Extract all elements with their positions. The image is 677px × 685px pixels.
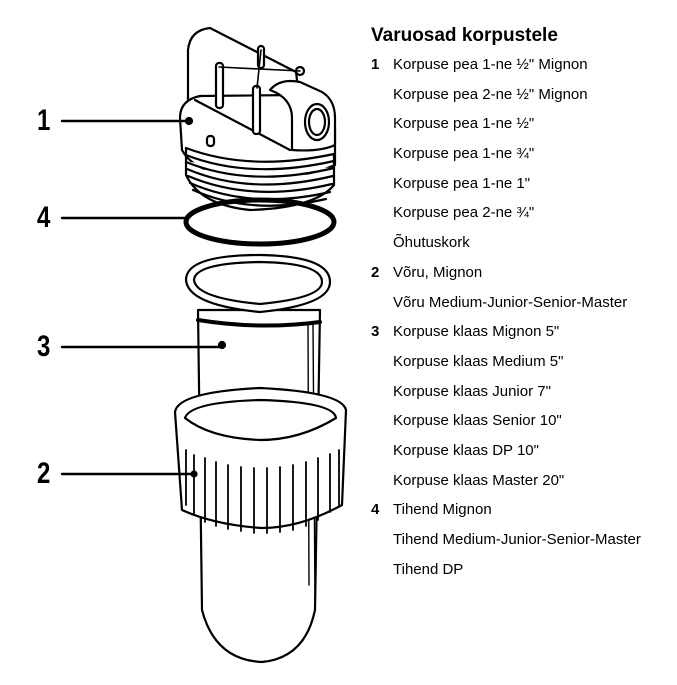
list-item: Korpuse klaas Master 20" [371,471,671,501]
part-number: 4 [371,501,380,519]
list-item: Korpuse pea 2-ne ½" Mignon [371,85,671,115]
part-name: Korpuse klaas Junior 7" [393,382,551,400]
part-name: Korpuse klaas Senior 10" [393,412,562,430]
part-name: Korpuse pea 1-ne ½" [393,115,535,133]
part-name: Korpuse klaas Mignon 5" [393,323,560,341]
list-item: Korpuse klaas Medium 5" [371,352,671,382]
list-item: 1 Korpuse pea 1-ne ½" Mignon [371,55,671,85]
part-name: Tihend Mignon [393,501,492,519]
list-item: Õhutuskork [371,233,671,263]
part-number: 2 [371,263,380,281]
part-number: 3 [371,323,380,341]
o-ring [183,197,337,247]
list-item: Korpuse pea 1-ne ¾" [371,144,671,174]
list-item: Korpuse klaas Junior 7" [371,382,671,412]
housing-head [178,26,337,212]
exploded-view-drawing [60,26,348,664]
list-item: Korpuse klaas DP 10" [371,441,671,471]
callout-1: 1 [37,104,51,137]
list-item: 4 Tihend Mignon [371,500,671,530]
part-name: Võru, Mignon [393,263,483,281]
part-name: Tihend Medium-Junior-Senior-Master [393,531,641,548]
list-item: Korpuse pea 2-ne ¾" [371,203,671,233]
callout-3: 3 [37,330,51,363]
list-item: Tihend DP [371,560,671,590]
part-name: Korpuse pea 2-ne ¾" [393,204,535,222]
leader-lines [60,119,224,476]
part-name: Korpuse pea 1-ne 1" [393,174,531,192]
part-name: Korpuse klaas Medium 5" [393,352,564,370]
part-name: Õhutuskork [393,234,470,252]
parts-list-title: Varuosad korpustele [371,25,558,46]
part-name: Tihend DP [393,560,464,578]
parts-group-3: 3 Korpuse klaas Mignon 5" Korpuse klaas Me… [371,322,671,500]
part-name: Võru Medium-Junior-Senior-Master [393,293,628,311]
part-name: Korpuse pea 1-ne ¾" [393,145,535,163]
ring-nut [173,386,348,534]
list-item: 3 Korpuse klaas Mignon 5" [371,322,671,352]
list-item: Korpuse pea 1-ne 1" [371,174,671,204]
part-number: 1 [371,56,380,73]
filter-housing-diagram: 1 4 3 2 [37,26,348,664]
list-item: Korpuse pea 1-ne ½" [371,114,671,144]
list-item: Võru Medium-Junior-Senior-Master [371,293,671,323]
part-name: Korpuse klaas DP 10" [393,441,539,459]
part-name: Korpuse pea 1-ne ½" Mignon [393,56,588,73]
part-name: Korpuse klaas Master 20" [393,471,565,489]
list-item: Korpuse klaas Senior 10" [371,411,671,441]
callout-4: 4 [37,201,51,234]
callout-2: 2 [37,457,51,490]
list-item: 2 Võru, Mignon [371,263,671,293]
list-item: Tihend Medium-Junior-Senior-Master [371,530,671,560]
part-name: Korpuse pea 2-ne ½" Mignon [393,85,588,103]
